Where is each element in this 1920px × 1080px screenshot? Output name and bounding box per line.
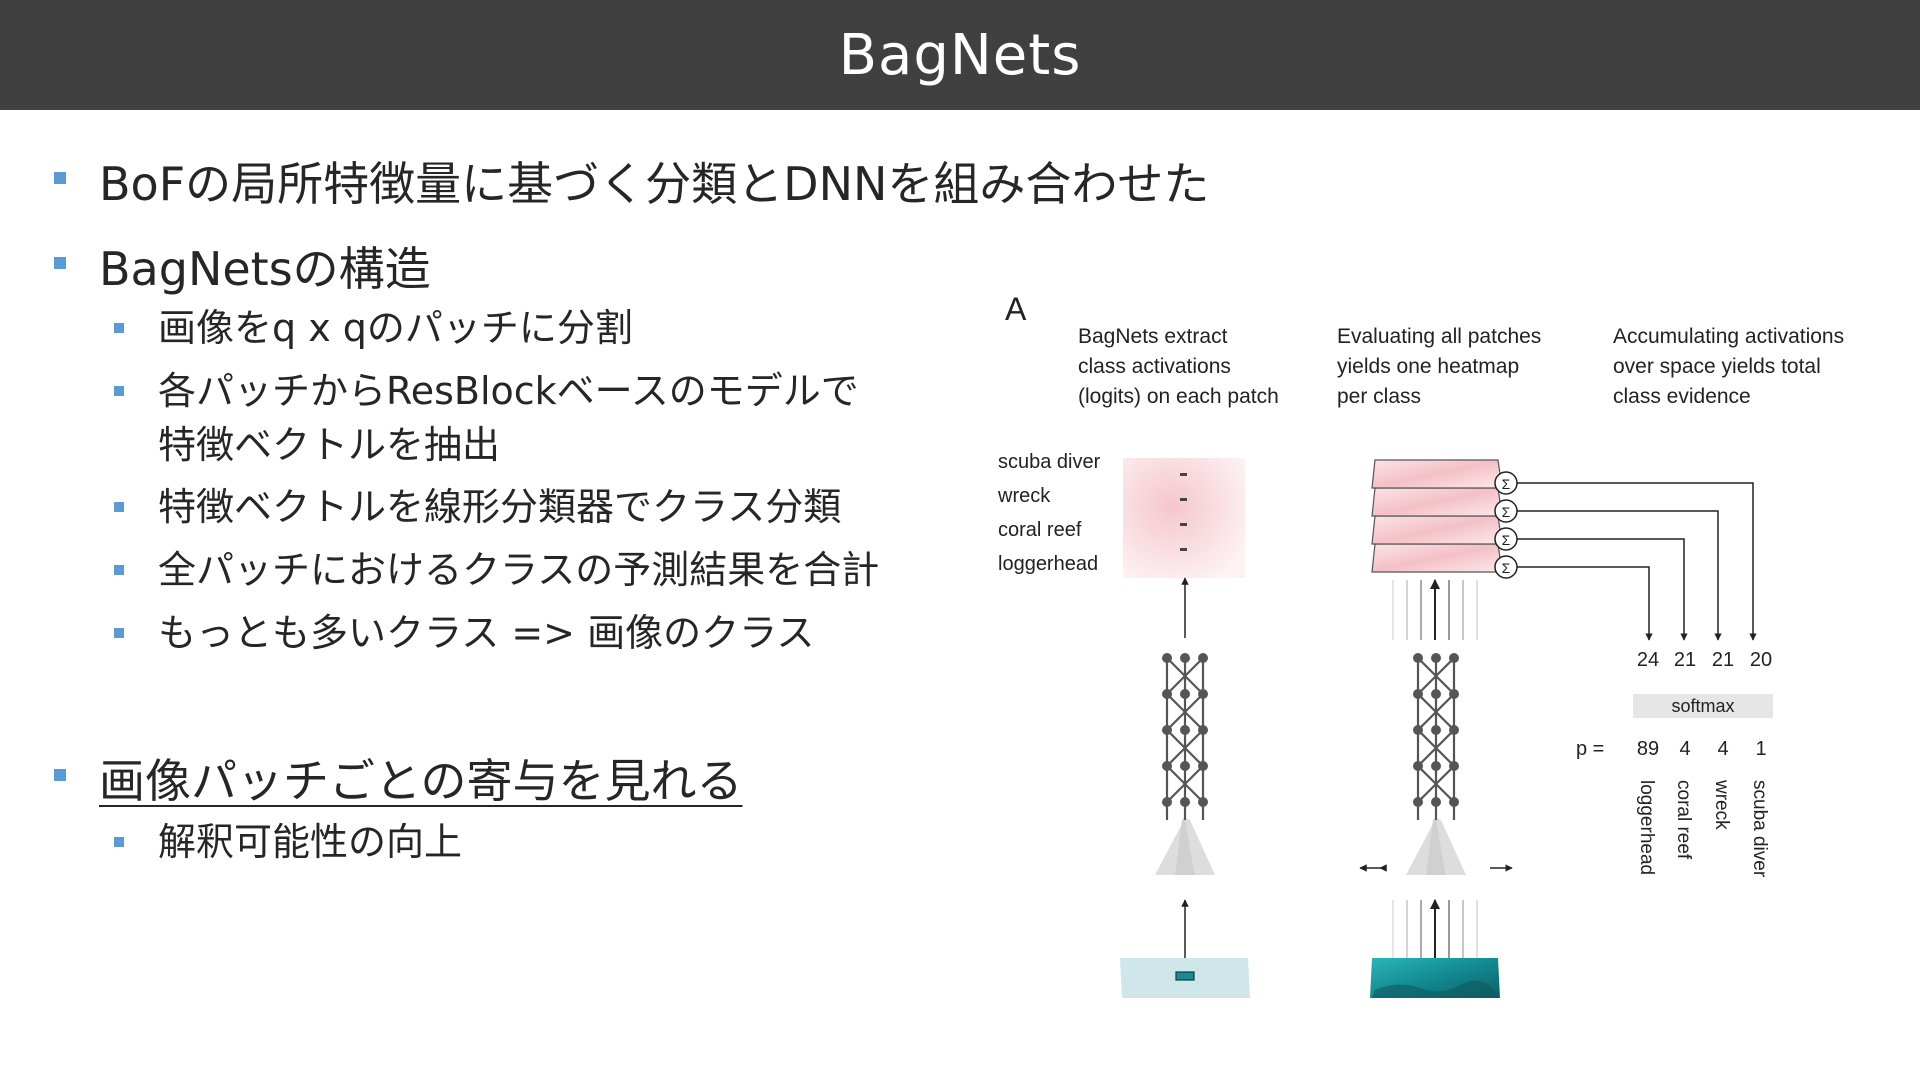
patch-arrows-upper: [1392, 579, 1478, 640]
softmax-box: [1633, 694, 1773, 718]
input-image-underwater: [1370, 958, 1500, 998]
logit-coral-reef: 21: [1674, 649, 1696, 671]
col3-header-line1: Accumulating activations: [1613, 325, 1844, 348]
sub-bullet-interpretability: 解釈可能性の向上: [114, 815, 462, 869]
bullet-marker: [114, 323, 124, 333]
col2-header-line2: yields one heatmap: [1337, 355, 1519, 378]
class-label-coral-reef: coral reef: [998, 519, 1082, 541]
bullet-marker: [114, 628, 124, 638]
sub-bullet-extract-features: 各パッチからResBlockベースのモデルで 特徴ベクトルを抽出: [114, 364, 859, 472]
panel-label: A: [1005, 291, 1027, 327]
bullet-bagnets-structure: BagNetsの構造: [54, 233, 431, 299]
bullet-list: BoFの局所特徴量に基づく分類とDNNを組み合わせた BagNetsの構造 画像…: [54, 157, 1209, 869]
col1-header-line1: BagNets extract: [1078, 325, 1228, 348]
output-label-coral-reef: coral reef: [1673, 780, 1694, 860]
slide-title: BagNets: [838, 22, 1082, 88]
title-bar: BagNets: [0, 0, 1920, 110]
prob-coral-reef: 4: [1679, 738, 1690, 760]
class-label-wreck: wreck: [997, 485, 1051, 507]
sub-bullet-split-patches: 画像をq x qのパッチに分割: [114, 301, 633, 355]
col1-header-line2: class activations: [1078, 355, 1231, 378]
logit-wreck: 21: [1712, 649, 1734, 671]
logit-loggerhead: 24: [1637, 649, 1659, 671]
sum-symbol: Σ: [1502, 532, 1511, 548]
bullet-marker: [54, 172, 66, 184]
col1-header-line3: (logits) on each patch: [1078, 385, 1279, 408]
sum-symbol: Σ: [1502, 560, 1511, 576]
bullet-marker: [54, 257, 66, 269]
col3-header-line2: over space yields total: [1613, 355, 1821, 378]
heatmap-stack: [1371, 459, 1503, 573]
output-label-loggerhead: loggerhead: [1636, 780, 1657, 875]
col2-header-line3: per class: [1337, 385, 1421, 408]
bullet-marker: [114, 386, 124, 396]
network-single-patch: [1155, 653, 1215, 875]
logit-scuba-diver: 20: [1750, 649, 1772, 671]
class-label-loggerhead: loggerhead: [998, 553, 1098, 575]
p-label: p =: [1576, 738, 1604, 760]
prob-wreck: 4: [1717, 738, 1728, 760]
bagnets-diagram-svg: A BagNets extract class activations (log…: [997, 291, 1844, 998]
bullet-bof-dnn: BoFの局所特徴量に基づく分類とDNNを組み合わせた: [54, 148, 1209, 214]
output-label-scuba-diver: scuba diver: [1749, 780, 1770, 878]
sum-symbol: Σ: [1502, 476, 1511, 492]
network-all-patches: [1406, 653, 1466, 875]
patch-logits-heatmap: [1123, 458, 1245, 578]
output-label-wreck: wreck: [1711, 779, 1732, 830]
prob-loggerhead: 89: [1637, 738, 1659, 760]
sum-symbol: Σ: [1502, 504, 1511, 520]
bullet-patch-contribution: 画像パッチごとの寄与を見れる: [54, 745, 743, 811]
sub-bullet-sum-predictions: 全パッチにおけるクラスの予測結果を合計: [114, 543, 879, 597]
bullet-marker: [54, 769, 66, 781]
bagnets-diagram: A BagNets extract class activations (log…: [960, 290, 1890, 1030]
bullet-marker: [114, 502, 124, 512]
class-label-scuba-diver: scuba diver: [998, 451, 1101, 473]
bullet-marker: [114, 837, 124, 847]
bullet-marker: [114, 565, 124, 575]
softmax-label: softmax: [1671, 696, 1734, 716]
col3-header-line3: class evidence: [1613, 385, 1751, 408]
sum-routing-lines: [1517, 482, 1757, 641]
sub-bullet-most-common-class: もっとも多いクラス => 画像のクラス: [114, 606, 814, 660]
col2-header-line1: Evaluating all patches: [1337, 325, 1541, 348]
sub-bullet-linear-classifier: 特徴ベクトルを線形分類器でクラス分類: [114, 480, 841, 534]
sum-nodes: [1494, 471, 1518, 579]
input-image-single-patch: [1120, 958, 1250, 998]
prob-scuba-diver: 1: [1755, 738, 1766, 760]
